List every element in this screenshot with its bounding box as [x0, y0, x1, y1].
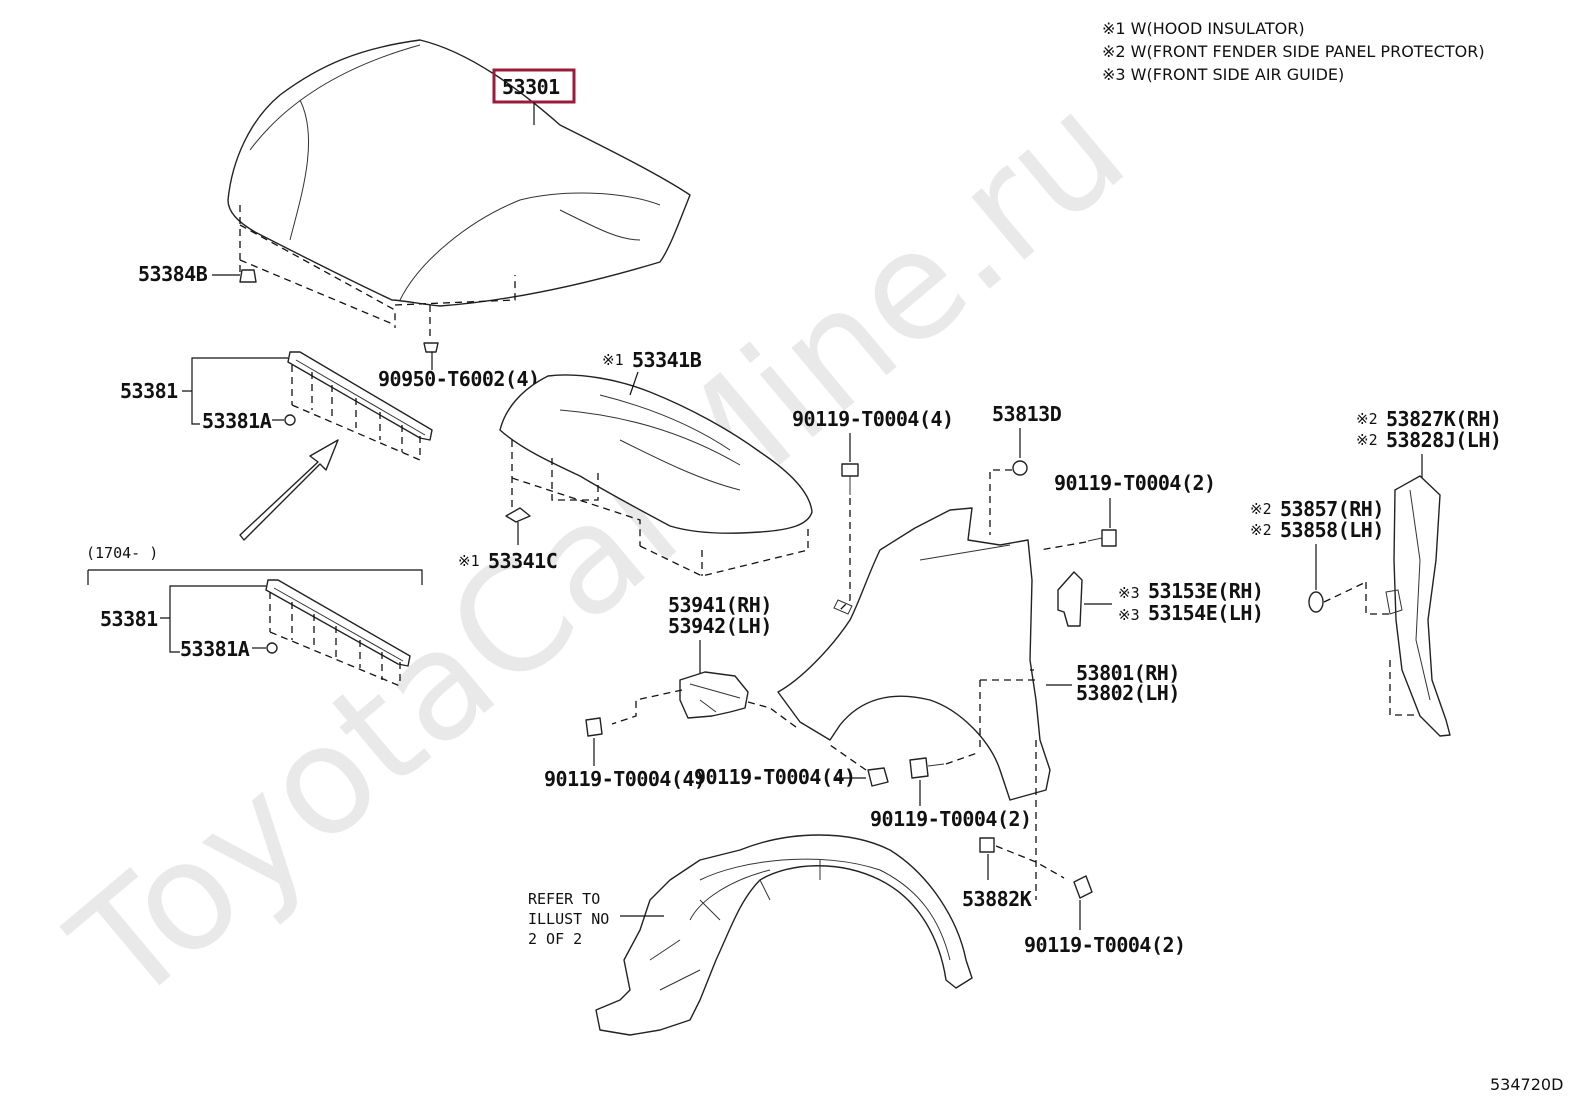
label-53802LH[interactable]: 53802(LH)	[1076, 681, 1180, 705]
label-53857[interactable]: 53857(RH)	[1280, 497, 1384, 521]
nut-53882K[interactable]	[979, 837, 995, 853]
air-guide[interactable]	[1057, 571, 1083, 627]
bolt-a[interactable]	[841, 463, 859, 495]
label-53153E[interactable]: 53153E(RH)	[1148, 579, 1264, 603]
bolt-d[interactable]	[867, 767, 889, 787]
mark-53858: ※2	[1250, 521, 1272, 539]
label-53882K[interactable]: 53882K	[962, 887, 1032, 911]
label-53801RH[interactable]: 53801(RH)	[1076, 661, 1180, 685]
mark-53153E: ※3	[1118, 584, 1140, 602]
fender-side-protector[interactable]	[1385, 475, 1451, 737]
refer-note-line3: 2 OF 2	[528, 930, 582, 948]
label-53381A-upper[interactable]: 53381A	[202, 409, 272, 433]
label-53858[interactable]: 53858(LH)	[1280, 518, 1384, 542]
mark-53154E: ※3	[1118, 606, 1140, 624]
label-53828J[interactable]: 53828J(LH)	[1386, 428, 1502, 452]
seal-53857[interactable]	[1308, 591, 1324, 613]
hood-insulator[interactable]	[499, 374, 813, 534]
bolt-b[interactable]	[1087, 529, 1117, 547]
label-53381-lower[interactable]: 53381	[100, 607, 159, 631]
insulator-clip[interactable]	[505, 507, 531, 523]
diagram-code: 534720D	[1490, 1075, 1563, 1094]
front-fender[interactable]	[777, 507, 1051, 801]
label-53341C[interactable]: 53341C	[488, 549, 558, 573]
mark-53857: ※2	[1250, 500, 1272, 518]
date-range: (1704- )	[86, 544, 158, 562]
note-air-guide: ※3 W(FRONT SIDE AIR GUIDE)	[1102, 65, 1344, 84]
direction-arrow	[239, 439, 339, 541]
refer-note-line2: ILLUST NO	[528, 910, 609, 928]
bolt-f[interactable]	[1073, 875, 1093, 899]
label-90119-T0004-e[interactable]: 90119-T0004(2)	[870, 807, 1032, 831]
hood-seal-upper[interactable]	[287, 351, 433, 441]
label-53381A-lower[interactable]: 53381A	[180, 637, 250, 661]
mark-53341C: ※1	[458, 552, 480, 570]
label-53341B[interactable]: 53341B	[632, 348, 702, 372]
note-fender-protector: ※2 W(FRONT FENDER SIDE PANEL PROTECTOR)	[1102, 42, 1485, 61]
label-90119-T0004-b[interactable]: 90119-T0004(2)	[1054, 471, 1216, 495]
label-53381-upper[interactable]: 53381	[120, 379, 179, 403]
label-53942LH[interactable]: 53942(LH)	[668, 614, 772, 638]
mark-53828J: ※2	[1356, 431, 1378, 449]
fender-liner[interactable]	[595, 834, 973, 1036]
refer-note-line1: REFER TO	[528, 890, 600, 908]
hood-seal-lower[interactable]	[265, 579, 411, 667]
bolt-e[interactable]	[909, 757, 945, 779]
bolt-c[interactable]	[585, 717, 603, 737]
label-53301[interactable]: 53301	[502, 75, 561, 99]
mark-53827K: ※2	[1356, 410, 1378, 428]
clip-53813D[interactable]	[1012, 460, 1028, 476]
seal-clip-upper[interactable]	[284, 414, 296, 426]
label-53384B[interactable]: 53384B	[138, 262, 208, 286]
label-53941RH[interactable]: 53941(RH)	[668, 593, 772, 617]
seal-clip-lower[interactable]	[266, 642, 278, 654]
hood-clip[interactable]	[423, 342, 439, 353]
hood-cushion[interactable]	[239, 269, 257, 283]
label-90119-T0004-c[interactable]: 90119-T0004(4)	[544, 767, 706, 791]
label-53813D[interactable]: 53813D	[992, 402, 1062, 426]
label-53154E[interactable]: 53154E(LH)	[1148, 601, 1264, 625]
label-53827K[interactable]: 53827K(RH)	[1386, 407, 1502, 431]
label-90119-T0004-d[interactable]: 90119-T0004(4)	[694, 765, 856, 789]
hood-hinge-bracket[interactable]	[679, 671, 749, 719]
label-90119-T0004-f[interactable]: 90119-T0004(2)	[1024, 933, 1186, 957]
note-hood-insulator: ※1 W(HOOD INSULATOR)	[1102, 19, 1305, 38]
mark-53341B: ※1	[602, 351, 624, 369]
label-90950-T6002[interactable]: 90950-T6002(4)	[378, 367, 540, 391]
label-90119-T0004-a[interactable]: 90119-T0004(4)	[792, 407, 954, 431]
hood-panel[interactable]	[227, 39, 691, 307]
